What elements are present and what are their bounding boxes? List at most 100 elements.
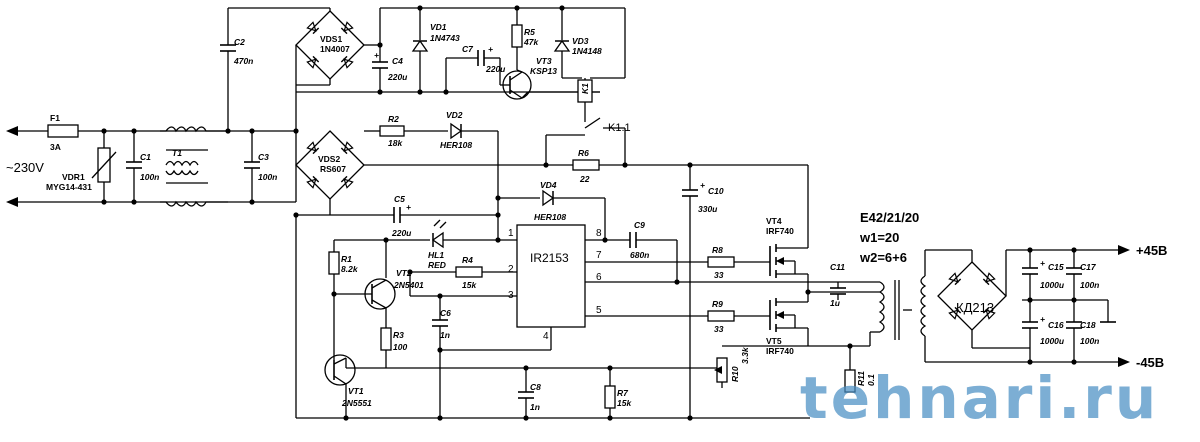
resistor-r3	[380, 327, 392, 351]
c9-ref: C9	[634, 220, 645, 230]
vt2-value: 2N5401	[393, 280, 424, 290]
c3-ref: C3	[258, 152, 269, 162]
r2-value: 18k	[388, 138, 403, 148]
vt3-value: KSP13	[530, 66, 557, 76]
c17-ref: C17	[1080, 262, 1097, 272]
r1-ref: R1	[341, 254, 352, 264]
vt2-ref: VT2	[396, 268, 412, 278]
vds2-value: RS607	[320, 164, 346, 174]
c11-value: 1u	[830, 298, 841, 308]
r4-value: 15k	[462, 280, 477, 290]
pin-6: 6	[596, 272, 602, 283]
transformer-core: E42/21/20	[860, 210, 919, 225]
transistor-vt3	[499, 58, 532, 100]
r3-ref: R3	[393, 330, 404, 340]
transformer-w2: w2=6+6	[859, 250, 907, 265]
capacitor-c7	[445, 50, 500, 92]
vd4-ref: VD4	[540, 180, 557, 190]
fuse-ref: F1	[50, 113, 60, 123]
r5-ref: R5	[524, 27, 535, 37]
hl1-ref: HL1	[428, 250, 444, 260]
r10-ref: R10	[730, 366, 740, 382]
vds1-value: 1N4007	[320, 44, 350, 54]
vd1-value: 1N4743	[430, 33, 460, 43]
r11-ref: R11	[856, 371, 866, 386]
r3-value: 100	[393, 342, 407, 352]
r4-ref: R4	[462, 255, 473, 265]
pin-2: 2	[508, 264, 514, 275]
vd4-value: HER108	[534, 212, 566, 222]
mains-input-section: ~230V F1 3A VDR1 MYG14-431 C1 100n	[6, 7, 330, 207]
resistor-r1	[328, 251, 340, 275]
c16-ref: C16	[1048, 320, 1064, 330]
c2-ref: C2	[234, 37, 245, 47]
c8-ref: C8	[530, 382, 541, 392]
r9-value: 33	[714, 324, 724, 334]
c4-ref: C4	[392, 56, 403, 66]
relay-supply-section: VDS1 1N4007 + C4 220u VD1 1N4743 C7 + 22…	[295, 7, 626, 131]
c2-value: 470n	[233, 56, 253, 66]
vds2-ref: VDS2	[318, 154, 340, 164]
c17-value: 100n	[1080, 280, 1099, 290]
vd2-ref: VD2	[446, 110, 463, 120]
choke-t1	[160, 126, 228, 207]
resistor-r11	[844, 369, 856, 393]
r7-ref: R7	[617, 388, 629, 398]
r1-value: 8.2k	[341, 264, 359, 274]
c7-plus: +	[488, 44, 493, 54]
transformer-w1: w1=20	[859, 230, 899, 245]
c1-value: 100n	[140, 172, 159, 182]
hl1-value: RED	[428, 260, 446, 270]
c15-ref: C15	[1048, 262, 1064, 272]
c4-value: 220u	[387, 72, 408, 82]
output-positive: +45B	[1136, 243, 1167, 258]
control-section: C5 + 220u VD4 HER108 IR2153 1 2 3 4 5 6 …	[295, 180, 820, 419]
c6-value: 1n	[440, 330, 450, 340]
pin-4: 4	[543, 331, 549, 342]
fuse-value: 3A	[50, 142, 61, 152]
k1-ref: K1	[580, 83, 590, 94]
main-rectifier-section: VDS2 RS607 R2 18k VD2 HER108 K1.1 R6 22	[296, 102, 690, 240]
r9-ref: R9	[712, 299, 723, 309]
vd1-ref: VD1	[430, 22, 447, 32]
c7-ref: C7	[462, 44, 474, 54]
ic-ir2153	[516, 224, 586, 328]
resistor-r7	[604, 385, 616, 409]
led-hl1	[334, 219, 498, 248]
ic-label: IR2153	[530, 251, 569, 265]
vt1-value: 2N5551	[341, 398, 372, 408]
c5-plus: +	[406, 202, 411, 212]
c6-ref: C6	[440, 308, 451, 318]
capacitor-c4	[372, 61, 388, 69]
mosfet-vt4	[769, 165, 809, 292]
c7-value: 220u	[485, 64, 506, 74]
transistor-vt2	[334, 278, 396, 310]
watermark: tehnari.ru	[800, 364, 1159, 432]
c9-value: 680n	[630, 250, 649, 260]
capacitor-c2	[220, 8, 236, 131]
pin-5: 5	[596, 305, 602, 316]
c3-value: 100n	[258, 172, 277, 182]
r6-ref: R6	[578, 148, 589, 158]
relay-coil-k1	[577, 8, 626, 103]
k1-contact: K1.1	[608, 122, 631, 134]
vd3-ref: VD3	[572, 36, 589, 46]
capacitor-c1	[126, 131, 142, 202]
c10-value: 330u	[698, 204, 718, 214]
c18-value: 100n	[1080, 336, 1099, 346]
junction-dots	[101, 5, 1077, 421]
c10-plus: +	[700, 180, 705, 190]
varistor-vdr1	[91, 131, 117, 202]
c8-value: 1n	[530, 402, 540, 412]
pin-7: 7	[596, 250, 602, 261]
varistor-value: MYG14-431	[46, 182, 92, 192]
r10-value: 3.3k	[740, 346, 750, 364]
r11-value: 0.1	[866, 374, 876, 386]
mains-label: ~230V	[6, 160, 44, 175]
c18-ref: C18	[1080, 320, 1096, 330]
resistor-r4	[455, 266, 483, 278]
c5-value: 220u	[391, 228, 412, 238]
c11-ref: C11	[830, 262, 845, 272]
vt5-value: IRF740	[766, 346, 794, 356]
vt4-value: IRF740	[766, 226, 794, 236]
